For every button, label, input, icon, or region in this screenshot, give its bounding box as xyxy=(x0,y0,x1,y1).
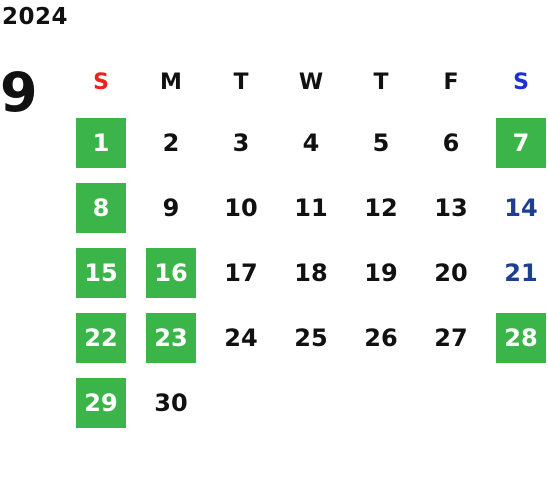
day-cell: 24 xyxy=(206,305,276,370)
day-cell: 21 xyxy=(486,240,548,305)
day-cell: 26 xyxy=(346,305,416,370)
day-number: 22 xyxy=(76,312,126,363)
day-cell: 11 xyxy=(276,175,346,240)
day-number: 7 xyxy=(496,117,546,168)
day-cell: 8 xyxy=(66,175,136,240)
day-number: 13 xyxy=(434,193,468,222)
day-number: 10 xyxy=(224,193,258,222)
day-number: 28 xyxy=(496,312,546,363)
day-number: 8 xyxy=(76,182,126,233)
day-number: 1 xyxy=(76,117,126,168)
day-cell: 4 xyxy=(276,110,346,175)
day-cell: 2 xyxy=(136,110,206,175)
day-cell: 6 xyxy=(416,110,486,175)
weekday-tuesday: T xyxy=(233,70,249,95)
day-cell: 1 xyxy=(66,110,136,175)
day-cell: 15 xyxy=(66,240,136,305)
day-number: 29 xyxy=(76,377,126,428)
day-number: 15 xyxy=(76,247,126,298)
day-number: 5 xyxy=(372,128,390,157)
day-cell: 27 xyxy=(416,305,486,370)
weekday-wednesday: W xyxy=(298,70,324,95)
day-cell: 14 xyxy=(486,175,548,240)
day-number: 23 xyxy=(146,312,196,363)
day-number: 21 xyxy=(504,258,538,287)
day-cell: 20 xyxy=(416,240,486,305)
day-cell: 30 xyxy=(136,370,206,435)
day-cell: 5 xyxy=(346,110,416,175)
weekday-monday: M xyxy=(160,70,182,95)
day-cell: 7 xyxy=(486,110,548,175)
day-number: 14 xyxy=(504,193,538,222)
day-number: 24 xyxy=(224,323,258,352)
day-number: 30 xyxy=(154,388,188,417)
day-cell: 18 xyxy=(276,240,346,305)
day-cell: 9 xyxy=(136,175,206,240)
month-number: 9 xyxy=(0,61,38,124)
weekday-friday: F xyxy=(443,70,459,95)
day-number: 19 xyxy=(364,258,398,287)
day-cell: 13 xyxy=(416,175,486,240)
day-number: 20 xyxy=(434,258,468,287)
day-cell: 12 xyxy=(346,175,416,240)
day-cell: 16 xyxy=(136,240,206,305)
day-number: 12 xyxy=(364,193,398,222)
day-number: 27 xyxy=(434,323,468,352)
day-cell: 3 xyxy=(206,110,276,175)
year-label: 2024 xyxy=(2,4,69,30)
day-cell: 28 xyxy=(486,305,548,370)
day-cell: 17 xyxy=(206,240,276,305)
day-number: 6 xyxy=(442,128,460,157)
day-number: 26 xyxy=(364,323,398,352)
day-number: 2 xyxy=(162,128,180,157)
day-number: 4 xyxy=(302,128,320,157)
day-number: 17 xyxy=(224,258,258,287)
day-cell: 10 xyxy=(206,175,276,240)
day-number: 9 xyxy=(162,193,180,222)
day-number: 11 xyxy=(294,193,328,222)
day-number: 25 xyxy=(294,323,328,352)
weekday-saturday: S xyxy=(513,70,529,95)
day-cell: 23 xyxy=(136,305,206,370)
day-cell: 25 xyxy=(276,305,346,370)
day-number: 16 xyxy=(146,247,196,298)
day-cell: 29 xyxy=(66,370,136,435)
weekday-thursday: T xyxy=(373,70,389,95)
day-number: 3 xyxy=(232,128,250,157)
day-cell: 22 xyxy=(66,305,136,370)
day-cell: 19 xyxy=(346,240,416,305)
weekday-sunday: S xyxy=(93,70,109,95)
day-number: 18 xyxy=(294,258,328,287)
